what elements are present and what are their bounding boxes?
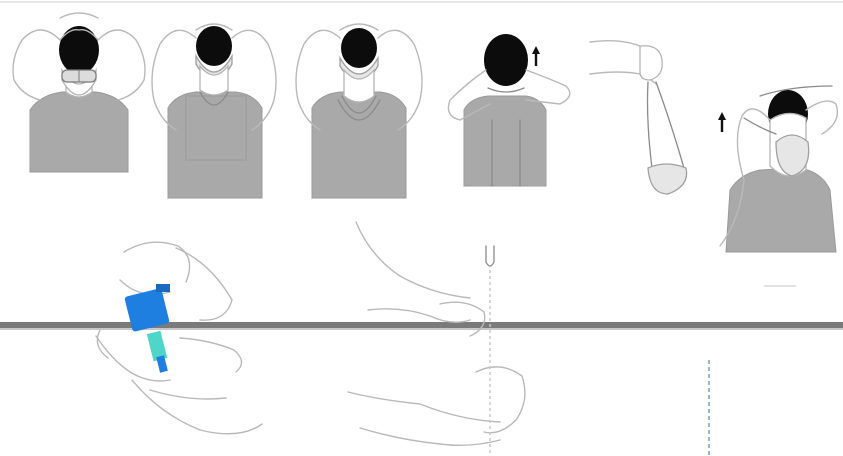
hands-washing-figure [348,222,525,456]
horizontal-divider [0,322,843,328]
step-4-untie-strap-figure [448,34,569,186]
hand-sanitizer-figure [96,242,262,434]
mask-icon [648,164,687,194]
step-6-remove-respirator-figure [718,86,837,286]
faucet-icon [486,246,494,266]
step-1-remove-goggles-figure [13,13,145,172]
step-5-hold-mask-figure [590,41,687,194]
step-2-lift-mask-figure [152,24,276,198]
step-3-pull-mask-figure [296,24,422,198]
